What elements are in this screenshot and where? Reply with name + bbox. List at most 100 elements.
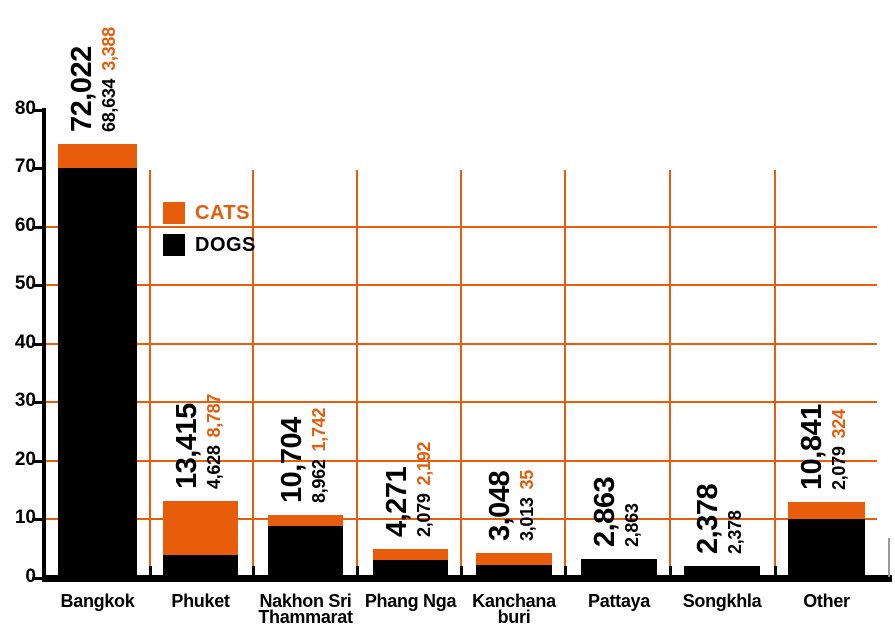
dogs-count-label: 68,634 bbox=[99, 78, 119, 132]
y-axis-tick bbox=[32, 459, 44, 463]
total-count-label: 2,378 bbox=[692, 483, 724, 554]
breakdown-label: 2,378 bbox=[725, 484, 745, 554]
y-tick-label: 40 bbox=[14, 331, 36, 353]
category-label-bangkok: Bangkok bbox=[33, 591, 163, 611]
breakdown-label: 2,079 2,192 bbox=[414, 441, 434, 537]
category-label-line: Nakhon Sri bbox=[259, 591, 352, 611]
y-tick-label: 60 bbox=[14, 214, 36, 236]
total-count-label: 3,048 bbox=[484, 470, 516, 541]
x-axis-line bbox=[42, 575, 892, 582]
y-axis-tick bbox=[32, 577, 44, 580]
cats-count-label: 2,192 bbox=[414, 441, 434, 486]
y-tick-label: 10 bbox=[14, 507, 36, 529]
y-tick-label: 50 bbox=[14, 273, 36, 295]
x-axis-tick bbox=[460, 566, 463, 577]
dogs-count-label: 2,079 bbox=[414, 493, 434, 537]
bar-dogs-nakhon-sri-thammarat bbox=[268, 525, 343, 578]
category-label-line: Thammarat bbox=[258, 607, 353, 627]
cats-count-label: 35 bbox=[517, 469, 537, 490]
breakdown-label: 68,634 3,388 bbox=[99, 26, 119, 132]
total-count-label: 72,022 bbox=[66, 45, 98, 132]
x-axis-tick bbox=[356, 566, 359, 577]
bar-dogs-pattaya bbox=[581, 558, 657, 578]
y-axis-tick bbox=[32, 225, 44, 229]
breakdown-label: 3,013 35 bbox=[517, 469, 537, 541]
bar-dogs-phuket bbox=[163, 555, 238, 578]
x-axis-tick bbox=[669, 566, 672, 577]
legend-label-dogs: DOGS bbox=[195, 234, 256, 256]
total-count-label: 4,271 bbox=[381, 466, 413, 537]
bar-dogs-phang-nga bbox=[373, 559, 448, 578]
dogs-count-label: 4,628 bbox=[204, 445, 224, 490]
bar-dogs-other bbox=[788, 518, 865, 578]
y-axis-line bbox=[42, 108, 46, 582]
category-label-line: Other bbox=[803, 591, 850, 611]
breakdown-label: 2,079 324 bbox=[829, 404, 849, 490]
category-label-phuket: Phuket bbox=[136, 591, 266, 611]
category-label-line: Bangkok bbox=[60, 591, 135, 611]
bar-cats-phang-nga bbox=[373, 548, 448, 560]
total-count-label: 13,415 bbox=[171, 403, 203, 490]
category-label-songkhla: Songkhla bbox=[657, 591, 787, 611]
cats-count-label: 324 bbox=[829, 409, 849, 439]
dogs-count-label: 8,962 bbox=[309, 459, 329, 503]
total-count-label: 10,704 bbox=[276, 417, 308, 503]
y-axis-tick bbox=[32, 342, 44, 346]
legend-swatch-dogs bbox=[163, 234, 185, 256]
category-label-line: Phang Nga bbox=[364, 591, 457, 611]
cats-count-label: 3,388 bbox=[99, 26, 119, 71]
bar-cats-nakhon-sri-thammarat bbox=[268, 514, 343, 526]
bar-dogs-kanchanaburi bbox=[476, 565, 552, 578]
y-axis-tick bbox=[32, 167, 44, 171]
category-label-line: Pattaya bbox=[588, 591, 650, 611]
y-tick-label: 30 bbox=[14, 390, 36, 412]
category-label-phang-nga: Phang Nga bbox=[346, 591, 476, 611]
gridline-vertical bbox=[356, 170, 358, 566]
y-axis-tick bbox=[32, 401, 44, 405]
cats-count-label: 1,742 bbox=[309, 407, 329, 452]
dogs-count-label: 2,378 bbox=[725, 510, 745, 554]
y-tick-label: 80 bbox=[14, 97, 36, 119]
dogs-count-label: 2,079 bbox=[829, 446, 849, 490]
category-label-line: Songkhla bbox=[682, 591, 762, 611]
x-axis-tick bbox=[149, 566, 152, 577]
dogs-count-label: 2,863 bbox=[622, 503, 642, 547]
total-count-label: 10,841 bbox=[796, 404, 828, 490]
gridline-vertical bbox=[564, 170, 566, 566]
breakdown-label: 8,962 1,742 bbox=[309, 407, 329, 503]
gridline-vertical bbox=[669, 170, 671, 566]
breakdown-label: 4,628 8,787 bbox=[204, 394, 224, 490]
bar-dogs-songkhla bbox=[684, 565, 760, 578]
y-tick-label: 70 bbox=[14, 156, 36, 178]
x-axis-tick bbox=[774, 566, 777, 577]
category-label-line: buri bbox=[497, 607, 531, 627]
cats-count-label: 8,787 bbox=[204, 394, 224, 438]
y-axis-tick bbox=[32, 518, 44, 522]
y-axis-tick bbox=[32, 108, 44, 112]
x-axis-tick bbox=[252, 566, 255, 577]
y-tick-label: 0 bbox=[25, 566, 36, 587]
plot-right-edge bbox=[888, 538, 890, 577]
legend-label-cats: CATS bbox=[195, 202, 250, 224]
legend-swatch-cats bbox=[163, 202, 185, 224]
bar-cats-kanchanaburi bbox=[476, 552, 552, 566]
bar-cats-phuket bbox=[163, 501, 238, 556]
category-label-line: Kanchana bbox=[472, 591, 556, 611]
total-count-label: 2,863 bbox=[589, 476, 621, 547]
category-label-line: Phuket bbox=[171, 591, 230, 611]
gridline-vertical bbox=[149, 170, 151, 566]
dogs-count-label: 3,013 bbox=[517, 497, 537, 541]
gridline-vertical bbox=[774, 170, 776, 566]
bar-dogs-bangkok bbox=[58, 168, 137, 578]
bar-cats-other bbox=[788, 501, 865, 519]
gridline-vertical bbox=[252, 170, 254, 566]
